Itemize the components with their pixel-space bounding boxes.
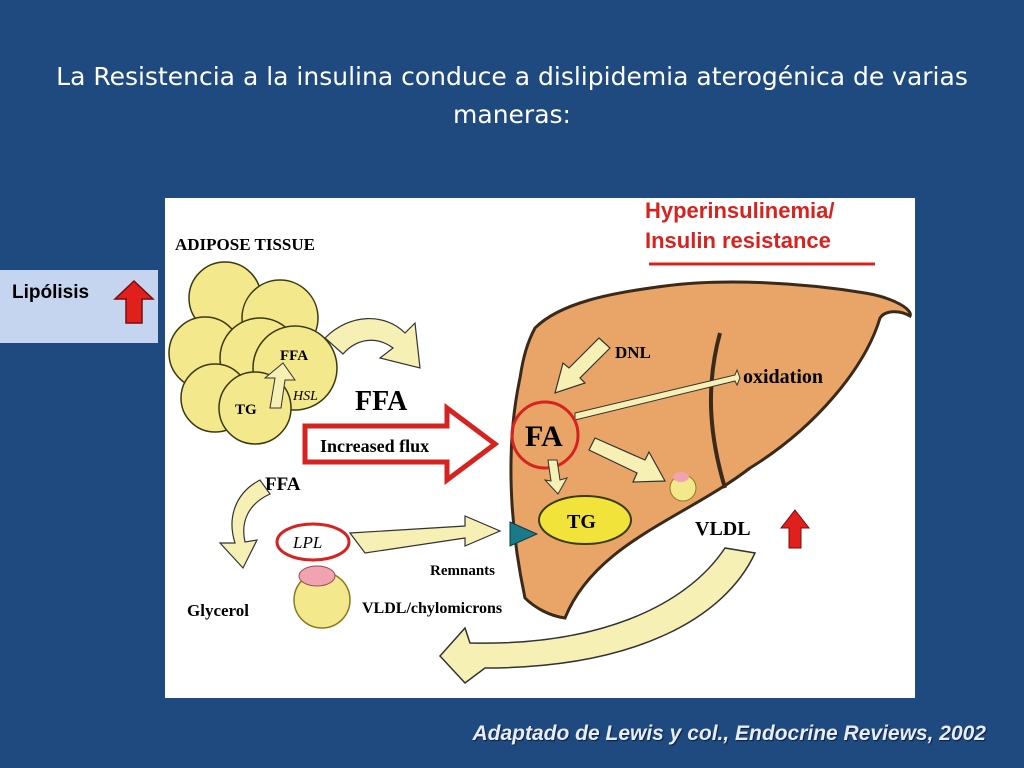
fa-label: FA — [525, 420, 563, 453]
vldl-label: VLDL — [695, 518, 751, 540]
ffa-down-arrow — [218, 479, 271, 570]
tg-liver-label: TG — [567, 511, 596, 533]
tg-liver-ellipse — [538, 495, 632, 545]
fa-to-tg-arrow — [543, 459, 569, 495]
dnl-label: DNL — [615, 343, 651, 362]
glycerol-label: Glycerol — [187, 601, 249, 620]
hyperinsulinemia-label: Hyperinsulinemia/ — [645, 198, 835, 223]
hsl-arrow — [263, 362, 296, 409]
liver-vldl-particle-icon — [669, 472, 697, 502]
ffa-cell-label: FFA — [280, 348, 308, 364]
remnants-arrowhead — [509, 521, 539, 547]
remnants-label: Remnants — [430, 563, 495, 579]
oxidation-label: oxidation — [743, 366, 823, 388]
dnl-arrow — [554, 337, 611, 394]
remnants-arrow — [348, 515, 502, 554]
vldl-chylomicrons-label: VLDL/chylomicrons — [362, 600, 502, 617]
slide-title: La Resistencia a la insulina conduce a d… — [56, 62, 968, 129]
diagram-panel: Hyperinsulinemia/ Insulin resistance ADI… — [165, 198, 915, 698]
vldl-particle-icon — [293, 565, 351, 629]
adipose-to-ffa-arrow — [324, 318, 421, 369]
hsl-label: HSL — [292, 389, 318, 404]
tg-cell-label: TG — [235, 402, 257, 418]
lpl-highlight — [275, 522, 351, 562]
adipocyte-cluster — [168, 261, 338, 445]
lpl-label: LPL — [292, 533, 322, 552]
insulin-resistance-label: Insulin resistance — [645, 228, 831, 253]
citation: Adaptado de Lewis y col., Endocrine Revi… — [472, 722, 986, 745]
oxidation-arrow — [574, 368, 741, 421]
vldl-up-arrow-icon — [779, 509, 811, 549]
return-arrow — [438, 547, 757, 685]
increased-flux-arrow — [302, 403, 500, 485]
fa-highlight — [510, 400, 580, 470]
adipose-tissue-label: ADIPOSE TISSUE — [175, 235, 315, 254]
ffa-small-label: FFA — [265, 474, 301, 495]
increased-flux-label: Increased flux — [320, 436, 429, 456]
fa-to-vldl-arrow — [588, 437, 666, 483]
up-arrow-icon — [113, 279, 155, 324]
ffa-big-label: FFA — [355, 386, 408, 417]
lipolysis-label: Lipólisis — [12, 282, 90, 303]
